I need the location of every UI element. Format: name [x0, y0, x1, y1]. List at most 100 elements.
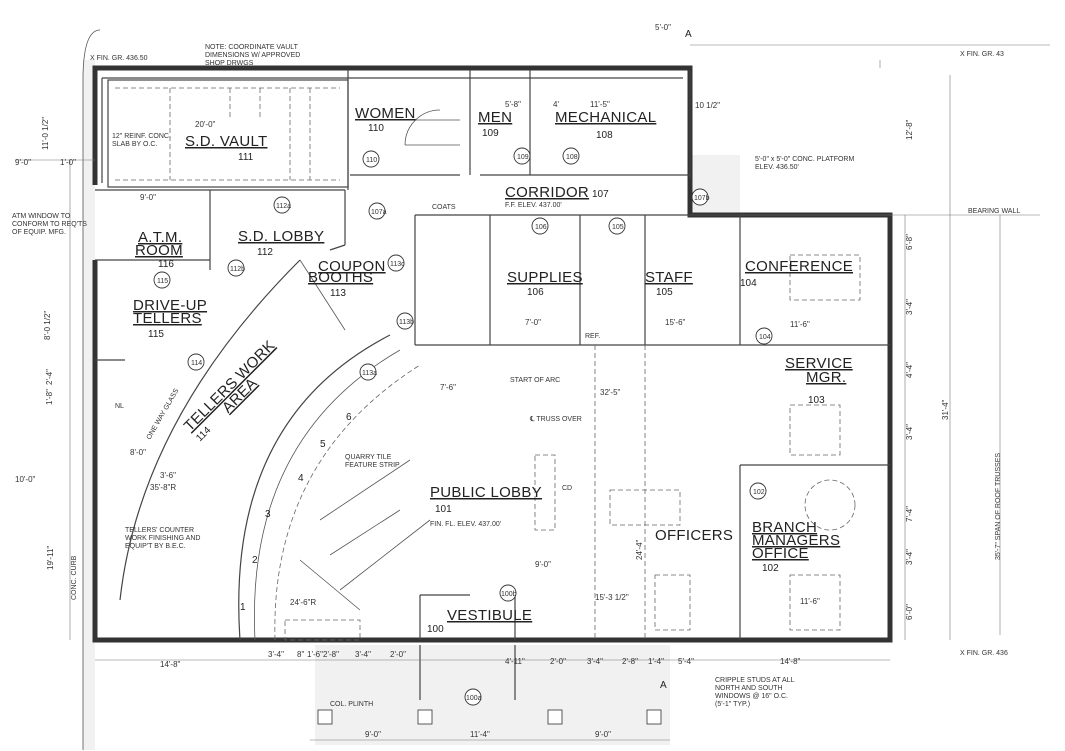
door-tag: 112a [273, 196, 291, 214]
door-tag: 109 [513, 147, 531, 165]
quarry-tile-note: QUARRY TILE [345, 454, 392, 461]
door-tag: 108 [562, 147, 580, 165]
refrigerator-label: REF. [585, 333, 600, 340]
room-name-vestibule: VESTIBULE [447, 607, 532, 624]
svg-text:108: 108 [566, 154, 578, 161]
svg-text:110: 110 [366, 157, 377, 164]
dimension-text: 11'-4" [470, 730, 490, 739]
room-number-sd-lobby: 112 [257, 247, 273, 258]
dimension-text: 1'-6" [307, 650, 323, 659]
atm-walls [95, 189, 345, 361]
corridor-elevation-note: F.F. ELEV. 437.00' [505, 202, 562, 209]
door-tag: 110 [362, 150, 380, 168]
teller-station-label: 2 [252, 555, 258, 566]
door-tag: 106 [531, 217, 549, 235]
dimension-text: 9'-0" [595, 730, 611, 739]
dimension-text: 5'-0" [655, 23, 671, 32]
teller-station-numbers: 1 2 3 4 5 6 [240, 412, 352, 613]
conference-table [789, 254, 861, 301]
dimension-text: 14'-8" [780, 657, 801, 666]
room-name-atm-1: A.T.M. [138, 229, 182, 246]
room-number-staff: 105 [656, 287, 673, 298]
door-tags: 112a 112b 113a 113b 113c 107a 107b 110 1… [153, 147, 773, 706]
room-number-service: 103 [808, 395, 825, 406]
vault-note: NOTE: COORDINATE VAULT [205, 44, 299, 51]
slab-note: SLAB BY O.C. [112, 141, 157, 148]
room-number-vestibule: 100 [427, 624, 444, 635]
dimension-text: 3'-4" [268, 650, 284, 659]
dimension-text: 3'-6" [160, 471, 176, 480]
bearing-wall-note: BEARING WALL [968, 208, 1020, 215]
lobby-elevation-note: FIN. FL. ELEV. 437.00' [430, 521, 501, 528]
dimension-text: 10'-0" [15, 475, 36, 484]
svg-text:100b: 100b [501, 591, 517, 598]
door-tag: 107b [691, 188, 710, 206]
room-name-sd-lobby: S.D. LOBBY [238, 228, 324, 245]
room-name-branch-3: OFFICE [752, 545, 809, 562]
dimension-text: 4'-4" [905, 362, 914, 378]
dimension-text: 9'-0" [535, 560, 551, 569]
svg-text:115: 115 [157, 278, 168, 285]
svg-text:113b: 113b [399, 319, 414, 326]
cd-desk [534, 454, 556, 531]
interior-wall-line [101, 77, 683, 183]
dimension-text: 14'-8" [160, 660, 181, 669]
roof-truss-note: 35'-7" SPAN OF ROOF TRUSSES [995, 453, 1002, 560]
quarry-tile-note: FEATURE STRIP [345, 462, 400, 469]
tellers-counter-note: WORK FINISHING AND [125, 535, 200, 542]
room-number-vault: 111 [238, 152, 254, 163]
svg-text:109: 109 [517, 154, 529, 161]
dimension-text: 11'-6" [790, 320, 810, 329]
lobby-table [609, 489, 681, 526]
dimension-text: 4'-11" [505, 657, 525, 666]
finish-grade-note: X FIN. GR. 43 [960, 51, 1004, 58]
room-name-staff: STAFF [645, 269, 693, 286]
room-name-conference: CONFERENCE [745, 258, 853, 275]
room-number-coupon: 113 [330, 288, 346, 299]
dimension-text: 11'-5" [590, 100, 610, 109]
svg-text:107a: 107a [371, 209, 387, 216]
door-tag: 115 [153, 271, 171, 289]
platform-note: 5'-0" x 5'-0" CONC. PLATFORM [755, 156, 854, 163]
door-tag: 113b [396, 312, 414, 330]
dimension-text: 2'-8" [323, 650, 339, 659]
dimension-text: 9'-0" [15, 158, 31, 167]
dimension-lines [15, 60, 1001, 741]
start-of-arc-note: START OF ARC [510, 377, 560, 384]
dimension-text: 6'-8" [905, 234, 914, 250]
dimension-text: 4' [553, 100, 559, 109]
room-name-coupon-1: COUPON [318, 258, 386, 275]
dimension-text: 15'-6" [665, 318, 686, 327]
tellers-counter-note: TELLERS' COUNTER [125, 527, 194, 534]
dimension-text: 11'-0 1/2" [41, 117, 50, 150]
room-name-coupon-2: BOOTHS [308, 269, 373, 286]
svg-text:112a: 112a [276, 203, 291, 210]
vestibule-walls [419, 594, 516, 640]
section-marker: A [685, 29, 692, 40]
room-number-women: 110 [368, 123, 384, 134]
dimension-text: 15'-3 1/2" [595, 593, 629, 602]
dimension-text: 7'-6" [440, 383, 456, 392]
dimension-text: 3'-4" [355, 650, 371, 659]
finish-grade-note: X FIN. GR. 436 [960, 650, 1008, 657]
room-number-men: 109 [482, 128, 499, 139]
dimension-text: 8" [297, 650, 304, 659]
branch-office-walls [739, 464, 890, 640]
room-number-public-lobby: 101 [435, 504, 452, 515]
dimension-text: 2'-0" [390, 650, 406, 659]
truss-over-note: ℄ TRUSS OVER [529, 416, 582, 423]
dimension-text: 11'-6" [800, 597, 820, 606]
platform-note: ELEV. 436.50' [755, 164, 799, 171]
corridor-walls [329, 190, 890, 346]
one-way-glass-note: ONE WAY GLASS [146, 387, 181, 441]
room-name-mechanical: MECHANICAL [555, 109, 656, 126]
room-name-service-2: MGR. [806, 369, 846, 386]
dimension-text: 6'-0" [905, 604, 914, 620]
grade-lines [690, 44, 1050, 216]
dimension-text: 24'-4" [635, 539, 644, 560]
tellers-counter-note: EQUIP'T BY B.E.C. [125, 543, 186, 550]
room-name-public-lobby: PUBLIC LOBBY [430, 484, 542, 501]
dimension-text: 1'-4" [648, 657, 664, 666]
nl-label: NL [115, 403, 124, 410]
quarry-tile-strip [274, 364, 421, 641]
